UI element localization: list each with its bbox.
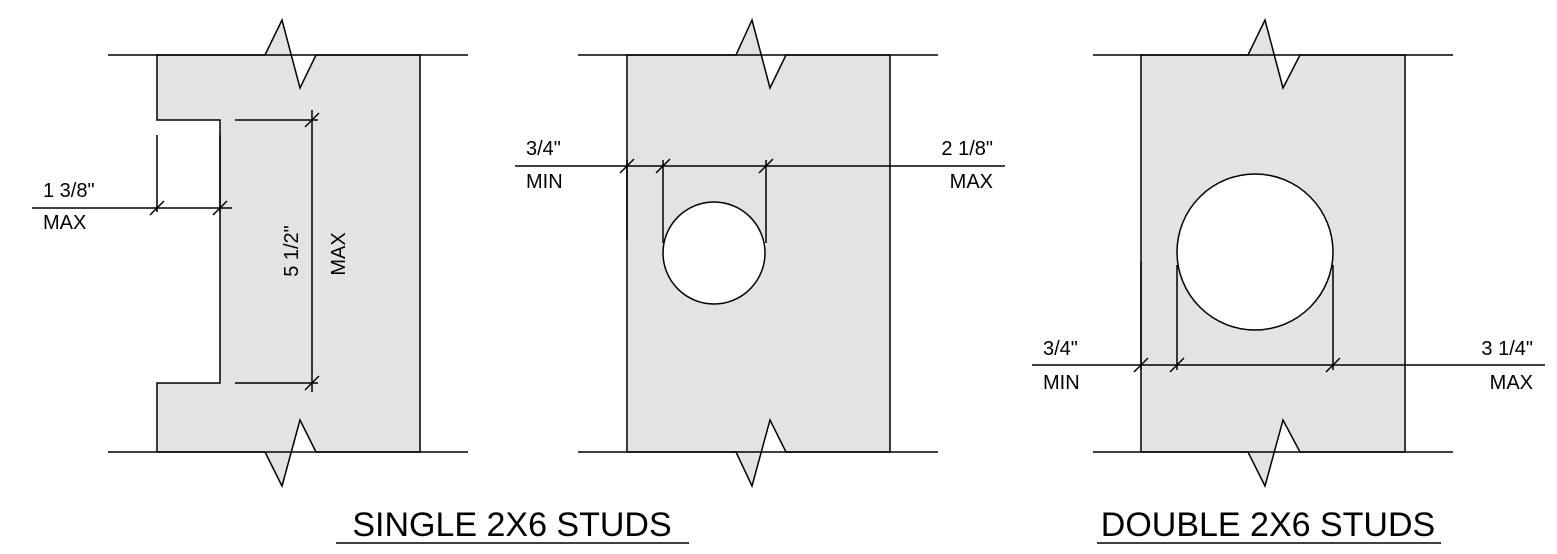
hole-diameter-label-sub: MAX (950, 171, 993, 193)
tick-mark (212, 200, 228, 216)
notch-depth-label-sub: MAX (328, 232, 350, 275)
edge-distance-label: 3/4" (526, 138, 561, 160)
hole-diameter-label: 2 1/8" (941, 138, 993, 160)
single-studs-title: SINGLE 2X6 STUDS (352, 506, 671, 544)
tick-mark (304, 112, 320, 128)
tick-mark (1169, 357, 1185, 373)
tick-mark (619, 158, 635, 174)
notch-width-label-sub: MAX (43, 212, 86, 234)
notch-depth-label: 5 1/2" (281, 225, 303, 277)
tick-mark (304, 375, 320, 391)
tick-mark (655, 158, 671, 174)
edge-distance-label-sub: MIN (526, 171, 563, 193)
tick-mark (1325, 357, 1341, 373)
bored-hole (662, 201, 766, 305)
double-studs-title: DOUBLE 2X6 STUDS (1101, 506, 1435, 544)
single-stud-notch-panel: 1 3/8" MAX 5 1/2" MAX (32, 17, 468, 489)
edge-distance-label: 3/4" (1043, 338, 1078, 360)
tick-mark (758, 158, 774, 174)
double-stud-hole-panel: 3/4" MIN 3 1/4" MAX (1032, 17, 1545, 489)
edge-distance-label-sub: MIN (1043, 372, 1080, 394)
notch-width-label: 1 3/8" (43, 180, 95, 202)
tick-mark (149, 200, 165, 216)
hole-diameter-label: 3 1/4" (1481, 338, 1533, 360)
notched-stud-body (156, 17, 421, 489)
single-stud-hole-panel: 3/4" MIN 2 1/8" MAX (515, 17, 1005, 489)
tick-mark (1133, 357, 1149, 373)
bored-hole (1176, 173, 1334, 331)
hole-diameter-label-sub: MAX (1490, 372, 1533, 394)
